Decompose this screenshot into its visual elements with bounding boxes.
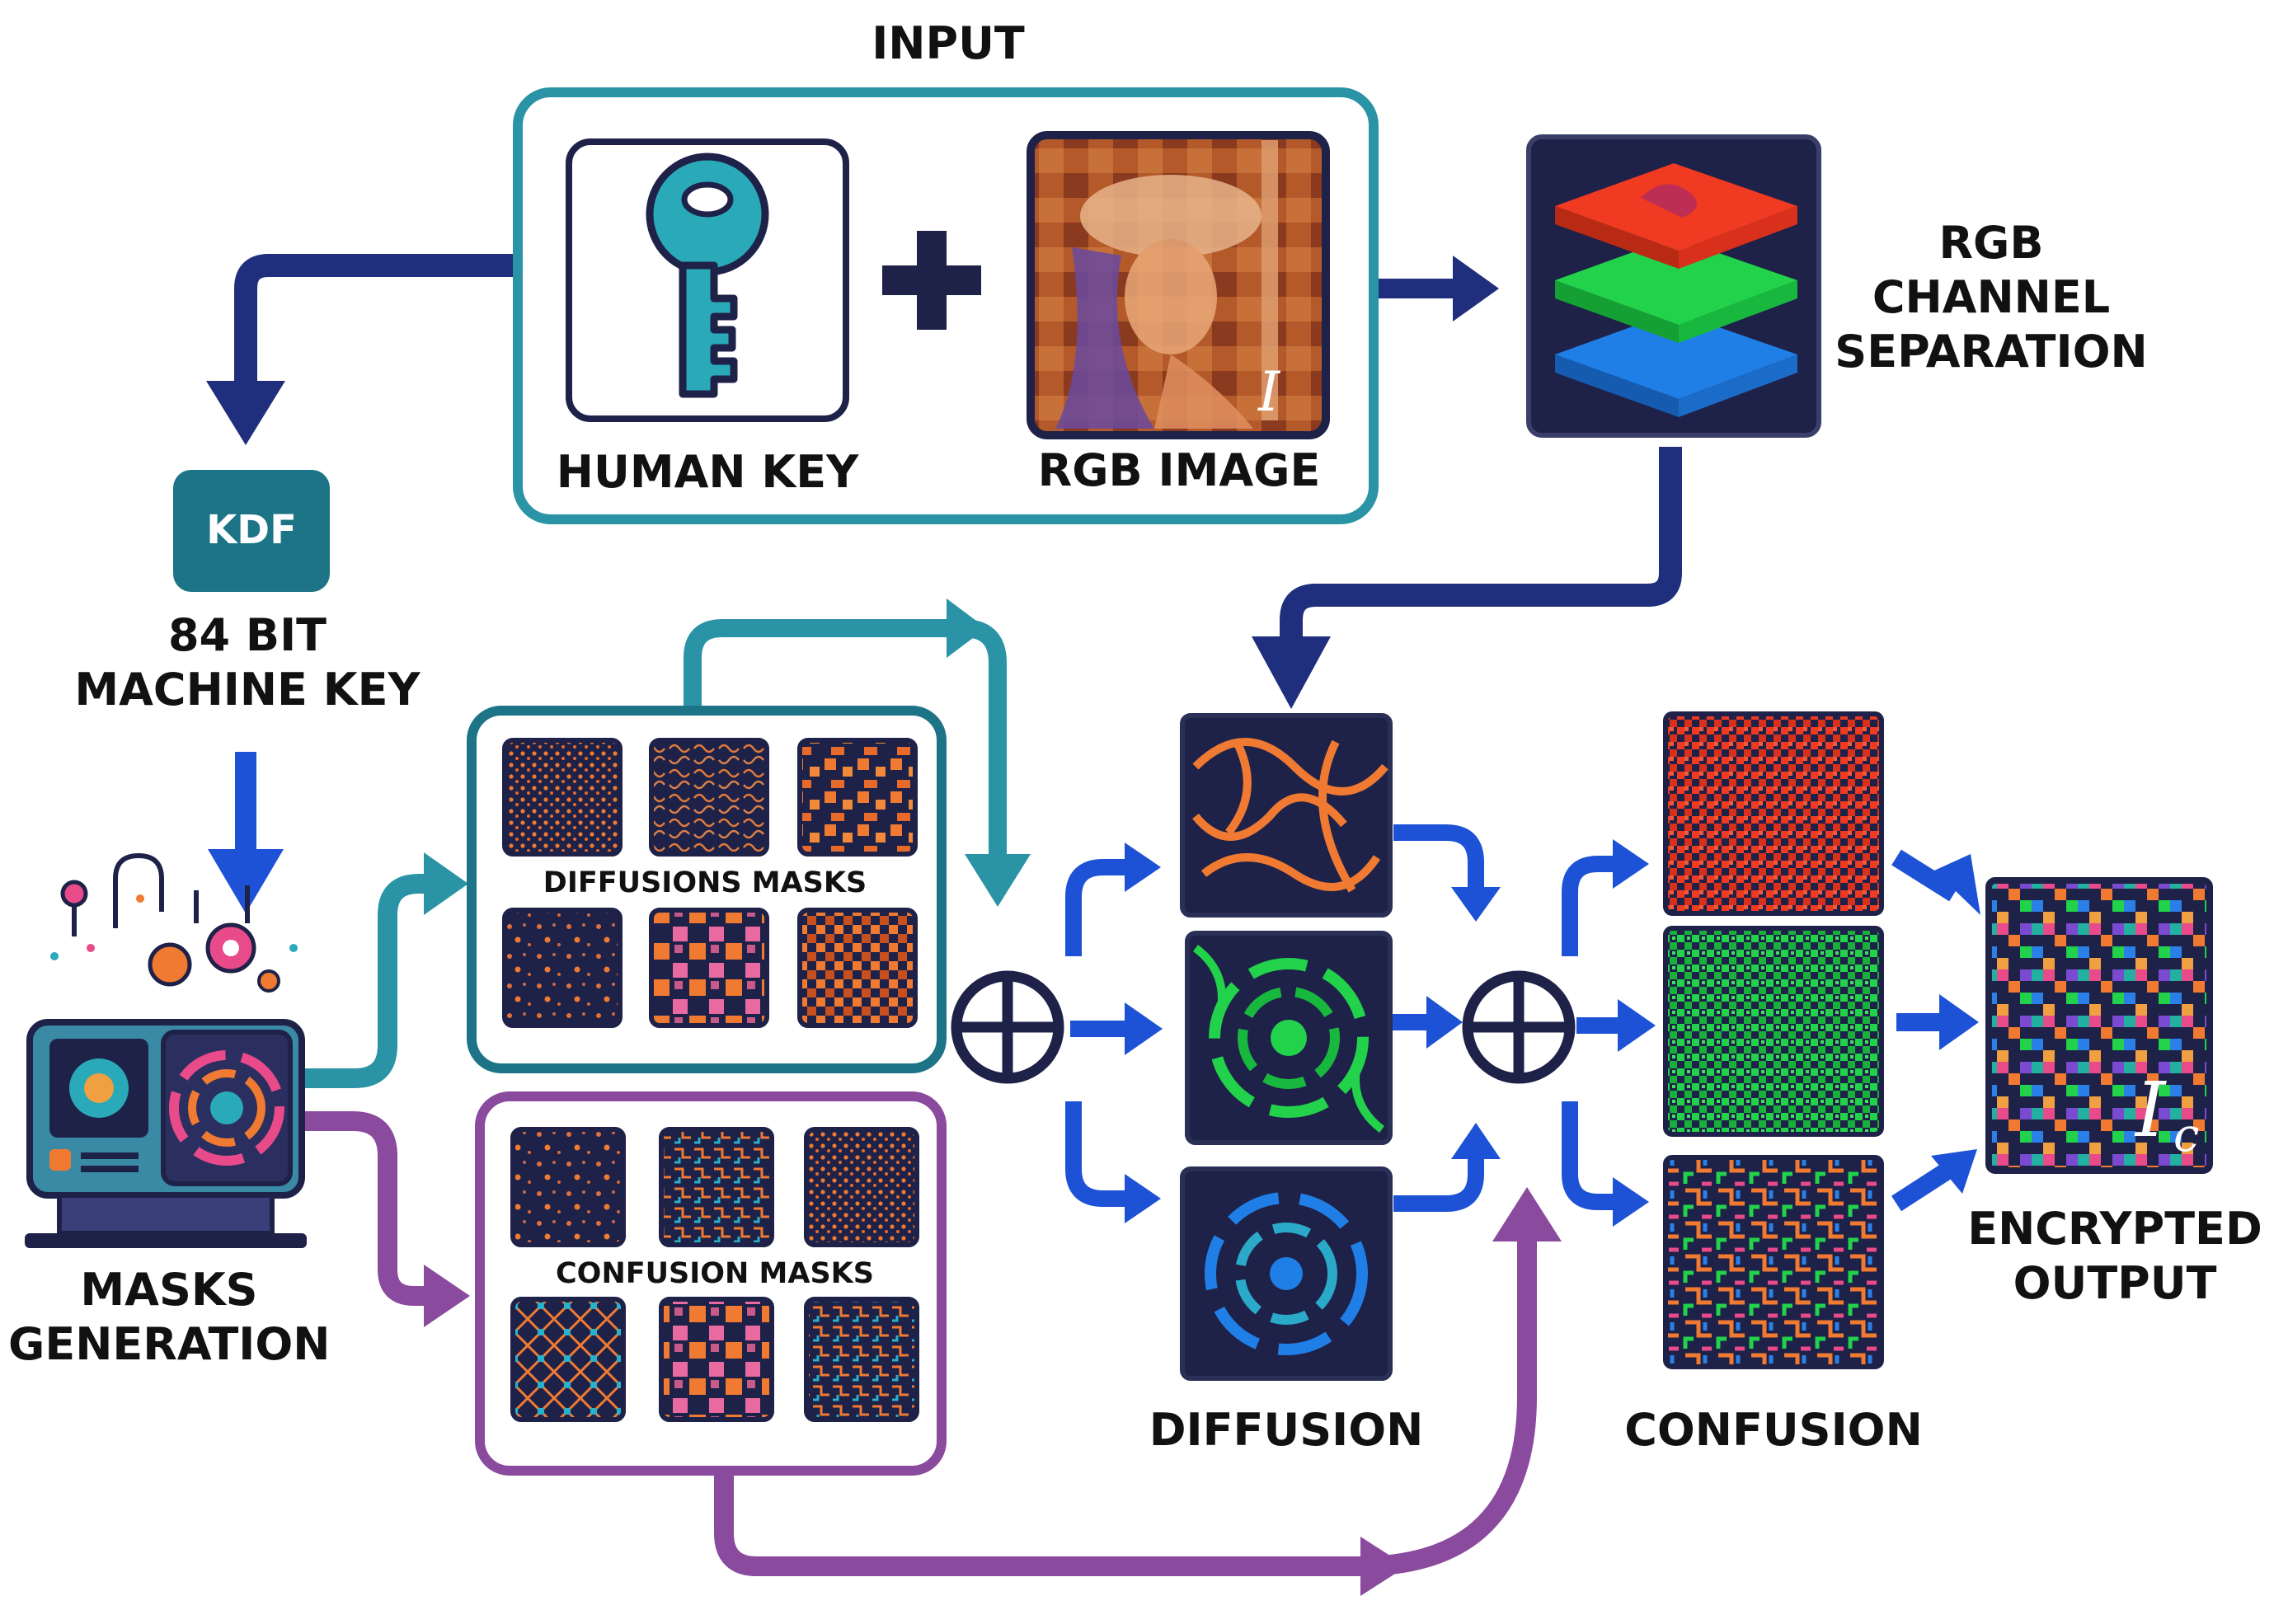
arrow-xor1-to-blue-diff: [1065, 1101, 1130, 1207]
rgb-sep-line1: RGB: [1938, 217, 2044, 269]
confusion-tile-green: [1663, 926, 1884, 1137]
arrow-confmasks-bottom-head: [1360, 1537, 1407, 1596]
arrow-blue-diff-to-xor2: [1393, 1154, 1484, 1212]
encrypted-output-tile: [1985, 877, 2213, 1174]
kdf-label: KDF: [206, 507, 297, 553]
arrow-confmasks-to-xor-head: [1492, 1187, 1562, 1241]
diffusion-tile-green: [1185, 931, 1393, 1145]
key-icon: [646, 153, 769, 398]
machine-icon: [25, 852, 307, 1248]
image-symbol: I: [1257, 360, 1281, 424]
confusion-mask-tile: [659, 1297, 774, 1422]
confusion-mask-tile: [510, 1297, 626, 1422]
diffusion-tile-red: [1180, 713, 1393, 918]
arrow-key-to-masks-head: [208, 849, 284, 913]
rgb-sep-line2: CHANNEL: [1872, 270, 2111, 323]
diffusion-mask-tile: [502, 738, 623, 857]
masks-generation-label: MASKS GENERATION: [8, 1263, 331, 1372]
plus-icon: [882, 231, 981, 330]
confusion-mask-tile: [804, 1127, 919, 1247]
arrow-rgb-to-diffusion-head: [1252, 636, 1331, 709]
masks-gen-line2: GENERATION: [8, 1317, 331, 1370]
confusion-masks-label: CONFUSION MASKS: [556, 1257, 874, 1290]
arrow-input-to-kdf-head: [206, 381, 285, 445]
encrypted-output-label: ENCRYPTED OUTPUT: [1962, 1202, 2267, 1311]
encrypted-line1: ENCRYPTED: [1967, 1203, 2262, 1255]
diffusion-label: DIFFUSION: [1149, 1404, 1424, 1456]
machine-key-line1: 84 BIT: [167, 609, 327, 661]
arrow-gen-to-confmasks: [305, 1111, 430, 1306]
arrow-xor2-to-blue-conf: [1562, 1101, 1618, 1210]
kdf-box: [173, 470, 330, 592]
xor-icon: [1462, 970, 1576, 1084]
encrypted-line2: OUTPUT: [2013, 1256, 2217, 1309]
arrow-confmasks-to-xor: [714, 1237, 1537, 1576]
output-symbol: I: [2134, 1066, 2167, 1154]
diffusion-mask-tile: [797, 738, 918, 857]
diffusion-tile-blue: [1180, 1166, 1393, 1381]
rgb-image-label: RGB IMAGE: [1037, 444, 1321, 496]
arrow-input-to-rgb-head: [1453, 256, 1499, 322]
arrow-blue-conf-to-output: [1891, 1159, 1957, 1212]
diffusion-mask-tile: [502, 908, 623, 1028]
arrow-diffmasks-to-xor: [684, 619, 1007, 857]
arrow-input-to-kdf: [234, 254, 518, 387]
arrow-red-diff-to-xor2: [1393, 824, 1484, 892]
masks-gen-line1: MASKS: [80, 1264, 258, 1316]
diffusion-mask-tile: [649, 908, 769, 1028]
confusion-label: CONFUSION: [1624, 1404, 1923, 1456]
arrow-xor1-to-red-diff: [1065, 859, 1130, 956]
confusion-mask-tile: [659, 1127, 774, 1247]
arrow-xor2-to-red-conf: [1562, 856, 1618, 956]
arrow-gen-to-confmasks-head: [424, 1265, 470, 1327]
input-title: INPUT: [872, 17, 1025, 69]
xor-icon: [951, 970, 1064, 1084]
human-key-label: HUMAN KEY: [556, 446, 859, 498]
diffusion-masks-label: DIFFUSIONS MASKS: [543, 866, 867, 899]
confusion-tile-maze: [1663, 1155, 1884, 1369]
arrow-gen-to-diffmasks-head: [424, 852, 468, 915]
arrow-red-conf-to-output: [1891, 849, 1959, 902]
confusion-tile-red: [1663, 711, 1884, 916]
rgb-separation-label: RGB CHANNEL SEPARATION: [1830, 216, 2152, 379]
rgb-sep-line3: SEPARATION: [1835, 325, 2148, 378]
machine-key-line2: MACHINE KEY: [74, 663, 421, 716]
diffusion-mask-tile: [797, 908, 918, 1028]
portrait-image: [1055, 140, 1278, 429]
arrow-diffmasks-to-xor-head: [965, 854, 1031, 907]
layers-icon: [1555, 163, 1797, 417]
output-subscript: c: [2173, 1109, 2199, 1162]
confusion-mask-tile: [510, 1127, 626, 1247]
confusion-mask-tile: [804, 1297, 919, 1422]
diffusion-mask-tile: [649, 738, 769, 857]
arrow-diffmasks-loop-head: [947, 598, 986, 658]
arrow-gen-to-diffmasks: [305, 874, 429, 1088]
arrow-rgb-to-diffusion: [1280, 447, 1682, 643]
machine-key-label: 84 BIT MACHINE KEY: [66, 608, 429, 717]
